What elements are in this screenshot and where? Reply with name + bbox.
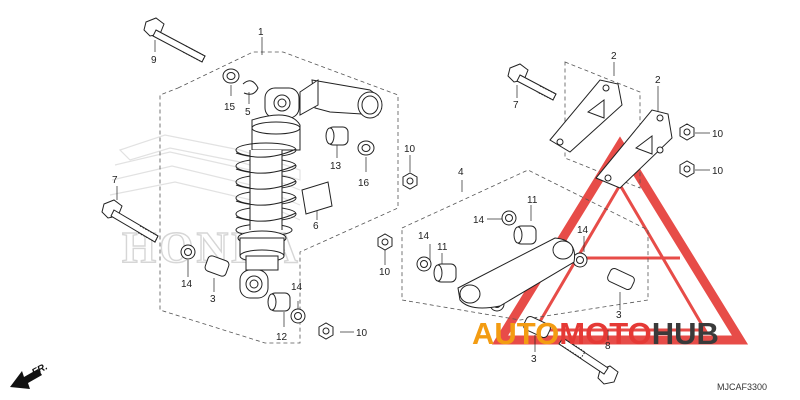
diagram-code: MJCAF3300 (717, 382, 767, 392)
callout-4: 4 (458, 167, 464, 178)
bolts (101, 17, 619, 385)
callout-8: 8 (605, 341, 611, 352)
callout-3b: 3 (616, 310, 622, 321)
washer-14-left (180, 244, 196, 260)
callout-6: 6 (313, 221, 319, 232)
circlip-5 (242, 80, 259, 95)
bracket-2-right (595, 109, 673, 189)
bushing-11-left (433, 263, 457, 283)
callout-14e: 14 (577, 225, 589, 236)
callout-7a: 7 (112, 175, 118, 186)
bolt-7-left (101, 199, 159, 243)
callout-14c: 14 (418, 231, 430, 242)
collar-3-left (204, 255, 230, 277)
washer-14-link-left (416, 256, 432, 272)
washer-15 (222, 68, 240, 84)
shock-small-parts (180, 68, 418, 340)
callout-11a: 11 (437, 242, 448, 253)
callout-numbers: 1 2 2 3 3 3 4 5 6 7 7 8 9 10 10 10 10 10… (112, 27, 724, 365)
link-brackets (549, 79, 695, 189)
callout-5: 5 (245, 107, 251, 118)
link-arm-assembly (377, 210, 635, 339)
callout-12: 12 (276, 332, 288, 343)
callout-14a: 14 (181, 279, 193, 290)
callout-10c: 10 (712, 166, 724, 177)
callout-14d: 14 (473, 215, 485, 226)
watermark-hub: HUB (652, 316, 719, 351)
collar-3-right (607, 267, 635, 291)
bracket-2-left (549, 79, 623, 153)
front-direction-arrow: FR. (10, 361, 50, 389)
nut-10-bracket-lower (679, 160, 695, 178)
watermark-auto: AUTO (472, 316, 559, 351)
callout-13: 13 (330, 161, 342, 172)
automotohub-text-watermark: AUTOMOTOHUB (472, 316, 719, 351)
front-label: FR. (30, 361, 49, 378)
svg-text:AUTOMOTOHUB: AUTOMOTOHUB (472, 316, 719, 351)
collar-3-bottom (523, 315, 551, 339)
callout-7b: 7 (513, 100, 519, 111)
washer-14-lower (290, 308, 306, 324)
callout-1: 1 (258, 27, 264, 38)
callout-10e: 10 (356, 328, 368, 339)
watermark-moto: MOTO (559, 316, 651, 351)
washer-16 (357, 140, 375, 156)
callout-9: 9 (151, 55, 157, 66)
callout-14b: 14 (291, 282, 303, 293)
rear-shock-absorber (235, 79, 383, 299)
callout-3a: 3 (210, 294, 216, 305)
bushing-11-right (513, 225, 537, 245)
nut-10-upper (402, 172, 418, 190)
link-arm-4 (457, 237, 576, 309)
nut-10-link (377, 233, 393, 251)
callout-10a: 10 (404, 144, 416, 155)
callout-15: 15 (224, 102, 236, 113)
callout-16: 16 (358, 178, 370, 189)
callout-10b: 10 (712, 129, 724, 140)
leader-lines (116, 37, 710, 352)
bolt-7-right (507, 63, 557, 101)
callout-10d: 10 (379, 267, 391, 278)
callout-2a: 2 (611, 51, 617, 62)
washer-14-link-upper (501, 210, 517, 226)
shock-assembly-outline (159, 51, 399, 344)
washer-14-link-right (572, 252, 588, 268)
nut-10-bracket-upper (679, 123, 695, 141)
nut-10-lower (318, 322, 334, 340)
front-arrow-icon (10, 369, 42, 389)
bushing-12 (267, 292, 291, 312)
bolt-9 (143, 17, 206, 63)
callout-3c: 3 (531, 354, 537, 365)
callout-2b: 2 (655, 75, 661, 86)
bolt-8 (558, 337, 619, 385)
callout-11b: 11 (527, 195, 538, 206)
label-plate-6 (301, 181, 333, 215)
assembly-outlines (159, 51, 649, 344)
bushing-13 (325, 126, 349, 146)
